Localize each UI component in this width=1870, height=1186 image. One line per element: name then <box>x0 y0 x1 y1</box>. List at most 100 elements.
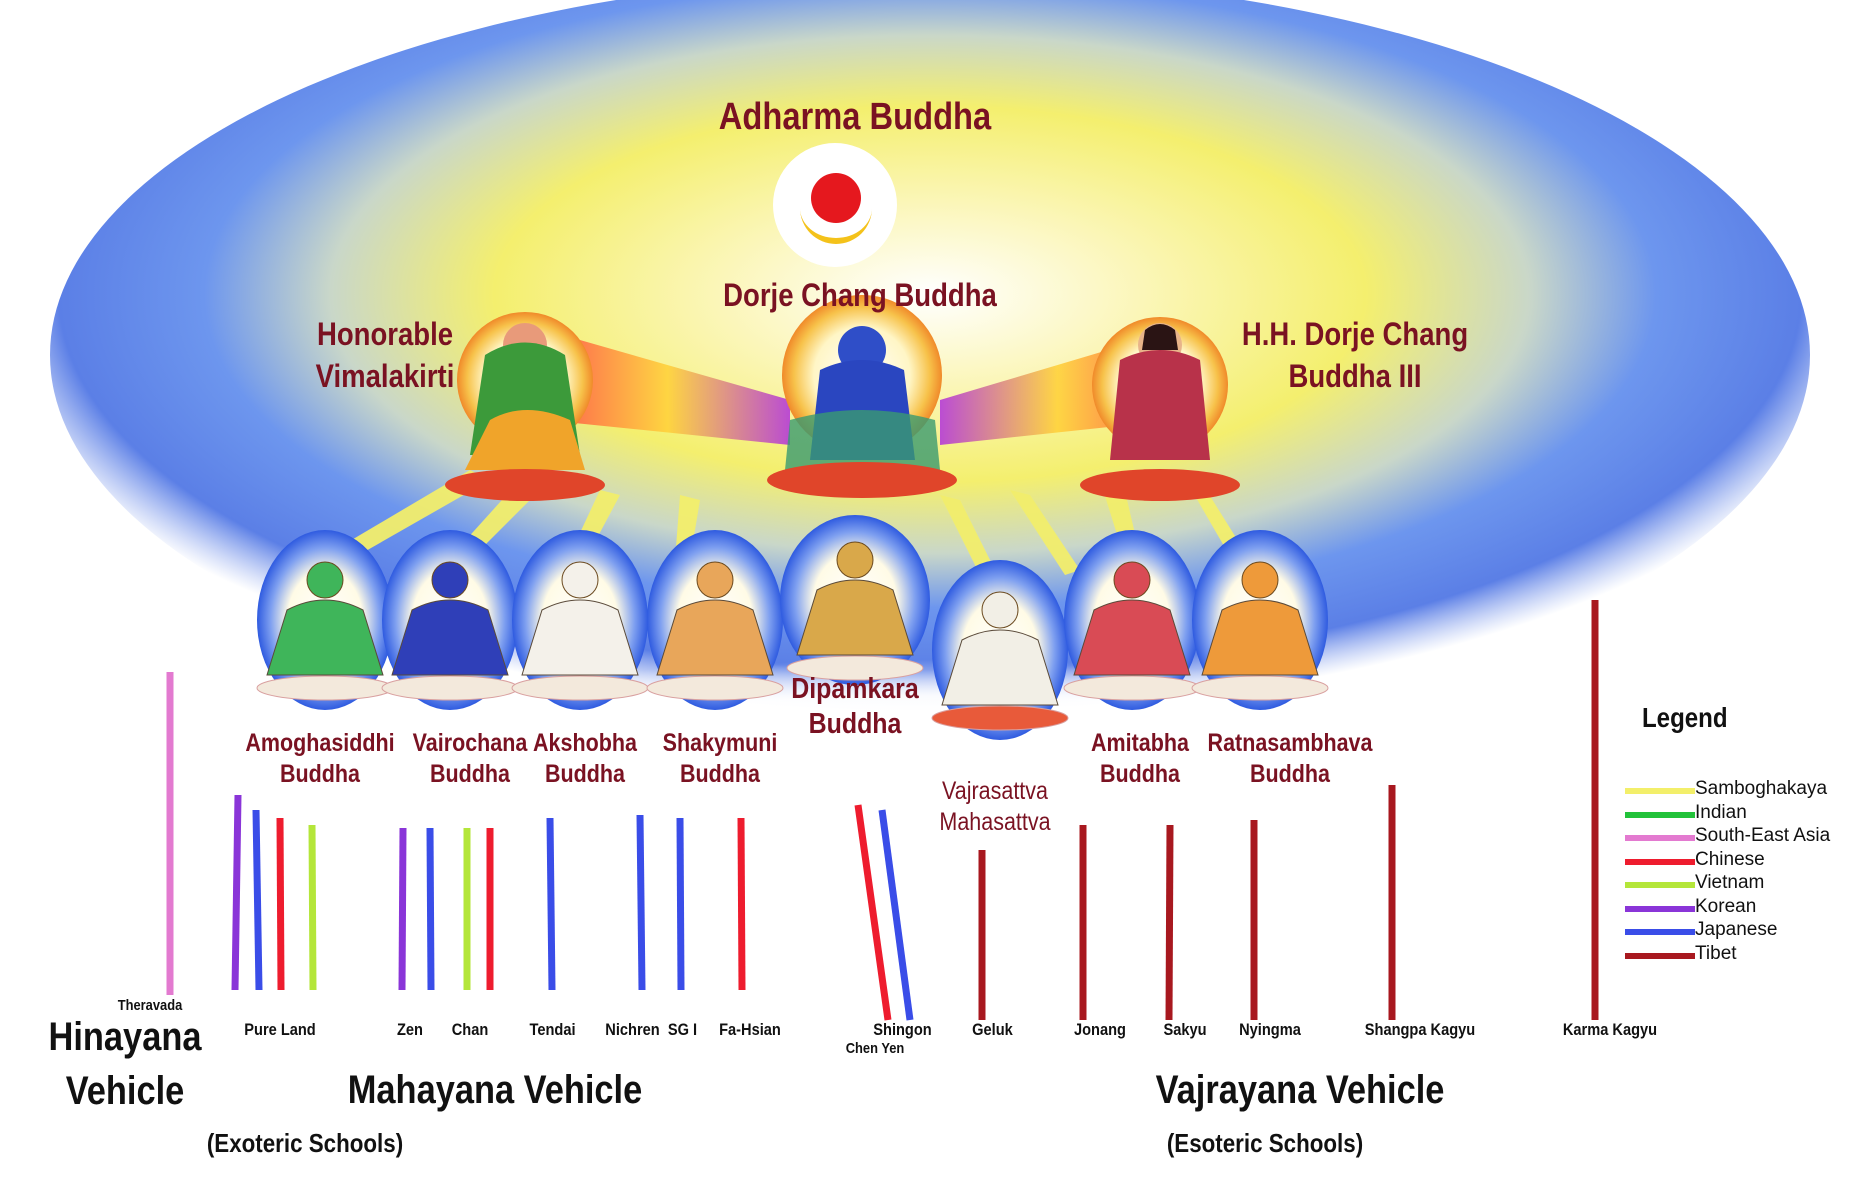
legend-label: Samboghakaya <box>1695 778 1828 799</box>
vairochana-line1: Vairochana <box>412 729 528 757</box>
legend-swatch <box>1625 905 1695 912</box>
line-tendai <box>546 817 556 991</box>
school-chan: Chan <box>451 1020 489 1039</box>
akshobha-line2: Buddha <box>544 760 626 788</box>
line-pureland-korean <box>231 794 242 991</box>
ratnasambhava-label: Ratnasambhava Buddha <box>1204 728 1376 790</box>
shakymuni-line1: Shakymuni <box>662 729 778 757</box>
row-buddha-figure-icon <box>1191 530 1329 710</box>
line-fahsian <box>737 817 746 991</box>
line-zen <box>398 827 407 991</box>
ratnasambhava-line1: Ratnasambhava <box>1207 729 1373 757</box>
amitabha-label: Amitabha Buddha <box>1071 728 1209 790</box>
hinayana-line2: Vehicle <box>65 1069 185 1113</box>
school-karma-kagyu: Karma Kagyu <box>1562 1020 1658 1039</box>
amoghasiddhi-line2: Buddha <box>279 760 361 788</box>
row-buddha-figure-icon <box>256 530 394 710</box>
dipamkara-line1: Dipamkara <box>791 673 919 705</box>
shakymuni-label: Shakymuni Buddha <box>651 728 789 790</box>
row-buddha-figure-icon <box>381 530 519 710</box>
line-pureland-chinese <box>276 817 285 991</box>
school-shingon: Shingon <box>873 1020 932 1039</box>
school-jonang: Jonang <box>1073 1020 1126 1039</box>
legend-swatch <box>1625 952 1695 959</box>
akshobha-line1: Akshobha <box>533 729 637 757</box>
legend-label: Indian <box>1695 801 1747 823</box>
row-buddha-figures <box>256 515 1329 740</box>
line-shingon <box>878 809 914 1021</box>
school-zen: Zen <box>396 1020 423 1039</box>
vimalakirti-label: Honorable Vimalakirti <box>260 313 509 397</box>
legend-swatch <box>1625 882 1695 888</box>
line-chenyen <box>854 804 892 1021</box>
school-pure-land: Pure Land <box>244 1020 316 1039</box>
amitabha-line1: Amitabha <box>1091 729 1189 757</box>
hh-dorje-chang-iii-figure-icon <box>1080 317 1240 501</box>
row-buddha-figure-icon <box>931 560 1069 740</box>
dorje-chang-buddha-label: Dorje Chang Buddha <box>723 277 997 313</box>
row-buddha-figure-icon <box>1063 530 1201 710</box>
dipamkara-line2: Buddha <box>808 708 902 740</box>
school-nyingma: Nyingma <box>1239 1020 1301 1039</box>
mahayana-vehicle-label: Mahayana Vehicle <box>347 1068 643 1112</box>
shakymuni-line2: Buddha <box>679 760 761 788</box>
legend-swatch <box>1625 811 1695 818</box>
amitabha-line2: Buddha <box>1099 760 1181 788</box>
school-fa-hsian: Fa-Hsian <box>719 1020 781 1039</box>
legend-swatch <box>1625 858 1695 865</box>
line-zen-japanese <box>426 827 435 991</box>
hinayana-vehicle-label: Hinayana Vehicle <box>43 1010 206 1118</box>
legend-label: Chinese <box>1695 848 1765 870</box>
vairochana-label: Vairochana Buddha <box>397 728 543 790</box>
school-lines <box>166 600 1599 1021</box>
line-sakyu <box>1165 824 1174 1021</box>
hinayana-line1: Hinayana <box>48 1015 202 1059</box>
legend-swatch <box>1625 929 1695 935</box>
legend-swatch <box>1625 788 1695 794</box>
school-chen-yen: Chen Yen <box>845 1040 905 1057</box>
dipamkara-label: Dipamkara Buddha <box>773 672 936 742</box>
legend-label: Korean <box>1695 895 1757 917</box>
legend-swatch <box>1625 835 1695 841</box>
vajrayana-vehicle-label: Vajrayana Vehicle <box>1155 1068 1445 1112</box>
school-theravada: Theravada <box>117 997 183 1014</box>
school-sgi: SG I <box>667 1020 698 1039</box>
amoghasiddhi-line1: Amoghasiddhi <box>245 729 395 757</box>
adharma-orb-icon <box>773 143 897 267</box>
school-geluk: Geluk <box>972 1020 1013 1039</box>
school-tendai: Tendai <box>529 1020 576 1039</box>
line-nichren <box>636 814 646 991</box>
school-shangpa-kagyu: Shangpa Kagyu <box>1364 1020 1476 1039</box>
line-pureland-japanese <box>252 809 263 991</box>
row-buddha-figure-icon <box>511 530 649 710</box>
school-sakyu: Sakyu <box>1163 1020 1207 1039</box>
lower-white-glow <box>210 660 1650 900</box>
dorje-chang-figure-icon <box>767 295 957 498</box>
legend-label: Tibet <box>1695 942 1737 964</box>
line-sgi <box>676 817 685 991</box>
amoghasiddhi-label: Amoghasiddhi Buddha <box>243 728 398 790</box>
hh-dorje-chang-iii-label: H.H. Dorje Chang Buddha III <box>1205 313 1506 397</box>
ratnasambhava-line2: Buddha <box>1249 760 1331 788</box>
legend-label: South-East Asia <box>1695 825 1831 846</box>
row-buddha-figure-icon <box>780 515 930 685</box>
legend-label: Vietnam <box>1695 872 1765 893</box>
school-nichren: Nichren <box>605 1020 660 1039</box>
vimalakirti-figure-icon <box>445 312 605 501</box>
vajrasattva-line2: Mahasattva <box>939 808 1051 836</box>
akshobha-label: Akshobha Buddha <box>516 728 654 790</box>
exoteric-schools-label: (Exoteric Schools) <box>206 1128 404 1158</box>
legend-label: Japanese <box>1695 919 1778 940</box>
rainbow-beam-left <box>545 330 790 445</box>
adharma-buddha-title: Adharma Buddha <box>718 96 992 138</box>
line-pureland-vietnam <box>308 824 317 991</box>
vimalakirti-line1: Honorable <box>316 316 454 352</box>
esoteric-schools-label: (Esoteric Schools) <box>1166 1128 1364 1158</box>
vairochana-line2: Buddha <box>429 760 511 788</box>
vimalakirti-line2: Vimalakirti <box>315 358 455 394</box>
legend-title: Legend <box>1641 702 1728 733</box>
hh-dorje-chang-iii-line1: H.H. Dorje Chang <box>1241 316 1469 352</box>
hh-dorje-chang-iii-line2: Buddha III <box>1288 358 1422 394</box>
